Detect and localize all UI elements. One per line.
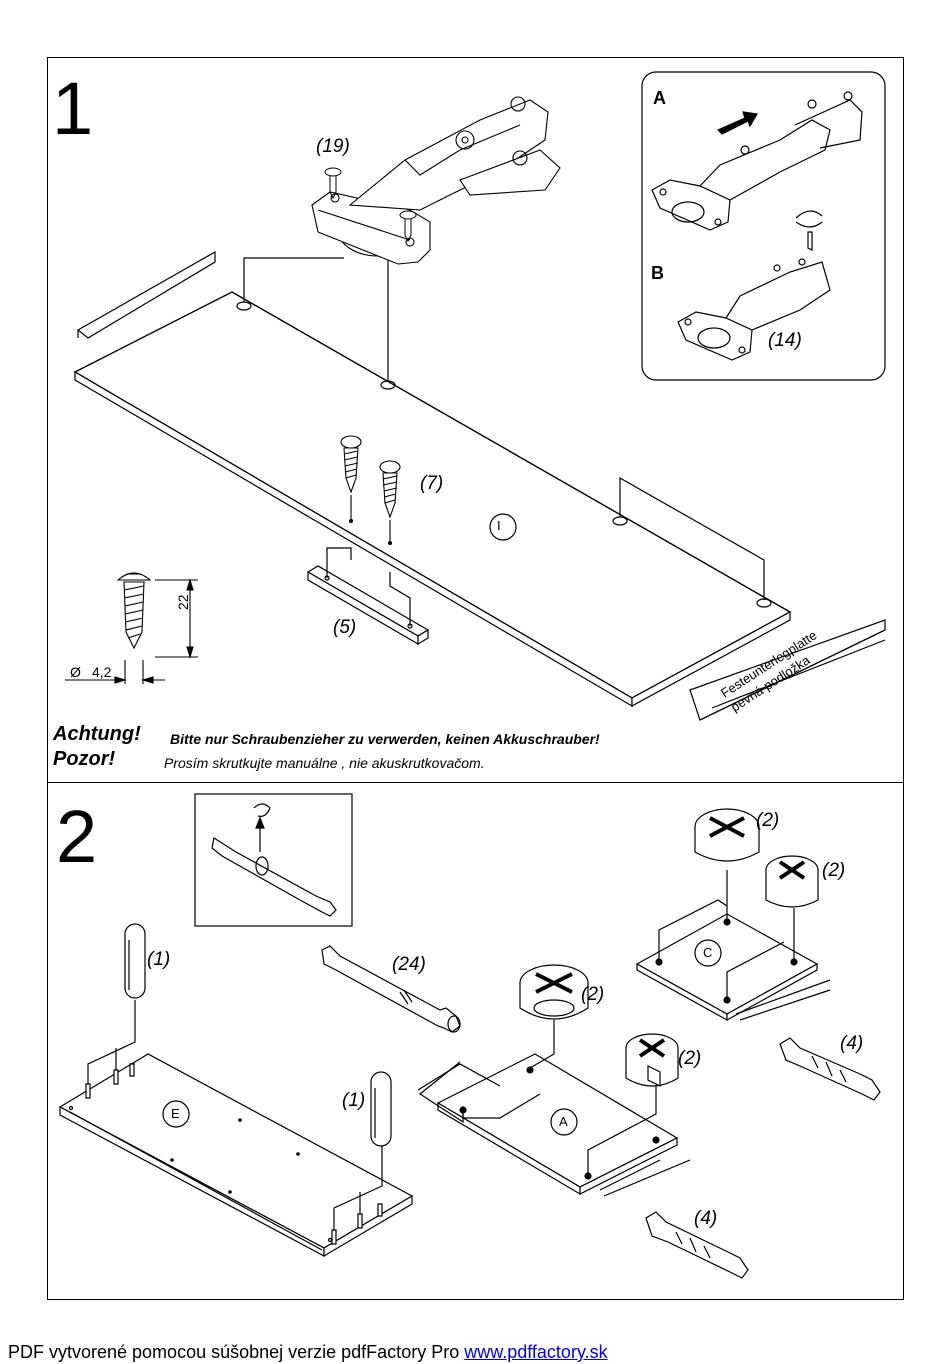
inset-detail [641,71,886,381]
underlay-surface-left [76,250,216,339]
panel-e-label-circle [162,1100,190,1128]
footer-link[interactable]: www.pdffactory.sk [464,1342,608,1362]
bolt-c [779,1037,881,1101]
cam-a2-label: (2) [678,1048,702,1069]
screws-label: (7) [420,473,444,494]
panel-c-label-circle [694,939,722,967]
bolt-a [645,1211,749,1279]
warning-title-de: Achtung! [53,723,141,745]
rod-clip-inset [194,793,353,927]
hinge-illustration [311,96,561,265]
dowel-pins [124,923,392,1147]
cam-c2-label: (2) [822,860,846,881]
rail-label: (5) [333,617,357,638]
diameter-symbol: Ø [70,664,81,680]
wood-screws [340,435,401,546]
inset-label-b: B [651,263,664,283]
panel-i-label-circle [489,513,517,541]
dowel-label-2: (1) [342,1090,366,1111]
bolt-a-label: (4) [694,1208,718,1229]
underlay-surface-right [689,619,886,721]
cam-c1-label: (2) [756,810,780,831]
footer-text: PDF vytvorené pomocou súšobnej verzie pd… [8,1342,465,1362]
panel-a-label: A [559,1114,568,1129]
cam-locks-a [519,964,679,1087]
step-2-number: 2 [56,795,98,878]
panel-c [635,870,831,1022]
dimension-screw [65,572,198,684]
rod-label: (24) [392,954,426,975]
dimension-length: 22 [175,594,191,610]
warning-text-de: Bitte nur Schraubenzieher zu verwerden, … [170,731,600,747]
footer: PDF vytvorené pomocou súšobnej verzie pd… [8,1342,608,1363]
step-1-number: 1 [52,67,94,150]
dowel-label: (1) [147,949,171,970]
panel-e-label: E [171,1106,180,1121]
panel-c-label: C [703,945,713,960]
cam-locks-c [694,808,819,908]
screw-bit-label: (14) [768,330,802,351]
panel-i [73,255,792,708]
dimension-diameter: 4,2 [92,664,112,680]
panel-a-label-circle [550,1108,578,1136]
cam-a1-label: (2) [581,984,605,1005]
warning-title-sk: Pozor! [53,748,116,770]
warning-text-sk: Prosím skrutkujte manuálne , nie akuskru… [164,755,485,771]
connecting-rod [321,945,461,1033]
inset-label-a: A [653,88,666,108]
panel-i-label: I [497,518,501,533]
step-2-panel [47,782,904,1300]
panel-e [58,1000,414,1258]
hinge-screw-label: (19) [316,136,350,157]
rail-part [306,547,430,646]
panel-a [417,1020,691,1197]
bolt-c-label: (4) [840,1033,864,1054]
